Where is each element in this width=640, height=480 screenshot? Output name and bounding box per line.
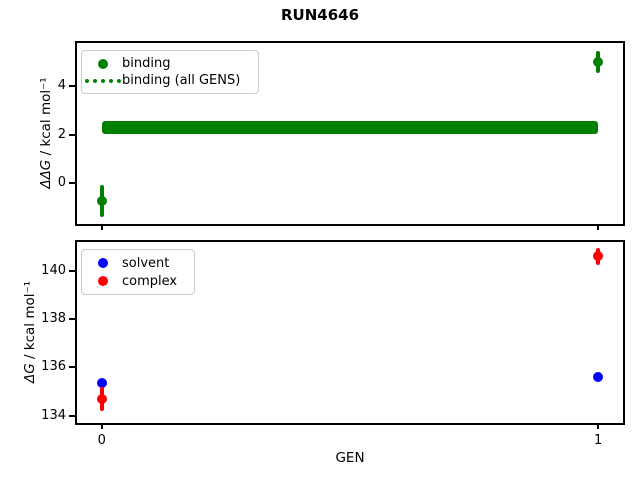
y-tick-label: 140 [41,262,66,278]
x-tick-mark [597,224,600,230]
y-axis-label-bottom-symbol: ΔG [22,363,38,384]
legend-top: binding binding (all GENS) [81,50,259,94]
y-tick-label: 136 [41,359,66,375]
legend-item-binding: binding [84,55,248,72]
y-tick-mark [69,133,75,136]
y-tick-label: 0 [57,174,66,190]
legend-label-solvent: solvent [122,255,170,271]
binding-all-gens-line [101,120,599,134]
complex-data-point [96,393,107,404]
legend-item-binding-all-gens: binding (all GENS) [84,72,248,89]
binding-data-point [593,57,604,68]
x-tick-label: 0 [97,433,106,448]
y-tick-mark [69,269,75,272]
y-tick-mark [69,85,75,88]
y-axis-label-bottom-units: / kcal mol⁻¹ [22,280,38,364]
y-tick-label: 2 [57,126,66,142]
complex-marker-icon [84,276,122,286]
legend-label-binding: binding [122,56,171,71]
y-axis-label-top-units: / kcal mol⁻¹ [38,77,54,160]
y-tick-label: 4 [57,78,66,94]
axes-top [75,41,625,226]
x-axis-label: GEN [335,450,365,466]
solvent-data-point [593,372,604,383]
axes-bottom [75,240,625,425]
dotted-line-icon [84,78,122,83]
binding-marker-icon [84,58,122,69]
solvent-marker-icon [84,258,122,268]
y-tick-mark [69,414,75,417]
x-tick-mark [597,423,600,429]
x-tick-mark [100,224,103,230]
y-axis-label-top: ΔΔG / kcal mol⁻¹ [38,77,54,188]
solvent-data-point [96,378,107,389]
y-tick-label: 138 [41,311,66,327]
legend-item-complex: complex [84,272,184,290]
legend-label-complex: complex [122,273,178,289]
y-tick-mark [69,181,75,184]
y-tick-mark [69,318,75,321]
x-tick-label: 1 [594,433,603,448]
legend-label-binding-all-gens: binding (all GENS) [122,73,241,88]
figure-title: RUN4646 [280,6,360,24]
legend-bottom: solvent complex [81,249,195,295]
x-tick-mark [100,423,103,429]
complex-data-point [593,251,604,262]
y-tick-label: 134 [41,407,66,423]
binding-data-point [96,196,107,207]
y-axis-label-top-symbol: ΔΔG [38,159,54,189]
y-axis-label-bottom: ΔG / kcal mol⁻¹ [22,281,38,383]
legend-item-solvent: solvent [84,254,184,272]
y-tick-mark [69,366,75,369]
